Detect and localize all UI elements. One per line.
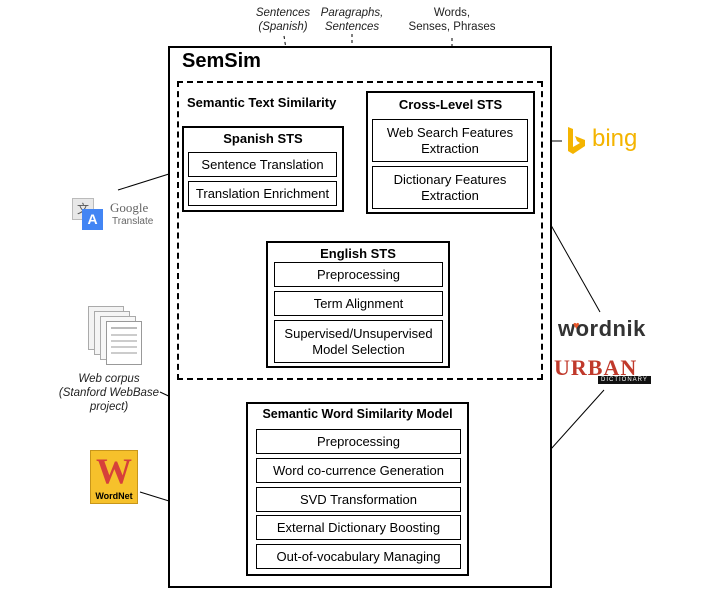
cross-level-sts-title: Cross-Level STS	[398, 97, 503, 112]
english-sts-title: English STS	[320, 246, 396, 261]
spanish-sts-title: Spanish STS	[223, 131, 303, 146]
web-corpus-label: Web corpus (Stanford WebBase project)	[58, 373, 160, 413]
word-preprocessing-box: Preprocessing	[256, 429, 461, 454]
wordnik-logo: wordnik ♥	[558, 316, 646, 341]
sentence-translation-box: Sentence Translation	[188, 152, 337, 177]
term-alignment-box: Term Alignment	[274, 291, 443, 316]
google-translate-logo: 文 A Google Translate	[72, 198, 164, 238]
dictionary-features-box: Dictionary Features Extraction	[372, 166, 528, 209]
wordnet-logo: W WordNet	[90, 450, 138, 504]
semsim-title: SemSim	[182, 50, 261, 72]
word-similarity-model-title: Semantic Word Similarity Model	[262, 407, 453, 421]
sts-dashed-box	[177, 81, 543, 380]
oov-managing-box: Out-of-vocabulary Managing	[256, 544, 461, 569]
english-preprocessing-box: Preprocessing	[274, 262, 443, 287]
svd-transformation-box: SVD Transformation	[256, 487, 461, 512]
web-corpus-documents-icon	[88, 306, 144, 365]
sts-title: Semantic Text Similarity	[187, 95, 337, 110]
translation-enrichment-box: Translation Enrichment	[188, 181, 337, 206]
heart-icon: ♥	[573, 320, 580, 332]
input-sentences-spanish: Sentences (Spanish)	[255, 7, 311, 33]
input-paragraphs-sentences: Paragraphs, Sentences	[320, 7, 384, 33]
cooccurrence-generation-box: Word co-currence Generation	[256, 458, 461, 483]
input-words-senses-phrases: Words, Senses, Phrases	[408, 7, 496, 33]
bing-b-icon	[568, 127, 585, 154]
bing-logo: bing	[566, 124, 646, 158]
translate-icon: 文 A	[72, 198, 104, 232]
google-brand-text: Google	[110, 200, 149, 215]
web-search-features-box: Web Search Features Extraction	[372, 119, 528, 162]
bing-text: bing	[592, 125, 638, 152]
translate-product-text: Translate	[112, 216, 154, 227]
model-selection-box: Supervised/Unsupervised Model Selection	[274, 320, 443, 363]
external-dictionary-boosting-box: External Dictionary Boosting	[256, 515, 461, 540]
urban-dictionary-logo: URBAN DICTIONARY	[554, 356, 651, 388]
